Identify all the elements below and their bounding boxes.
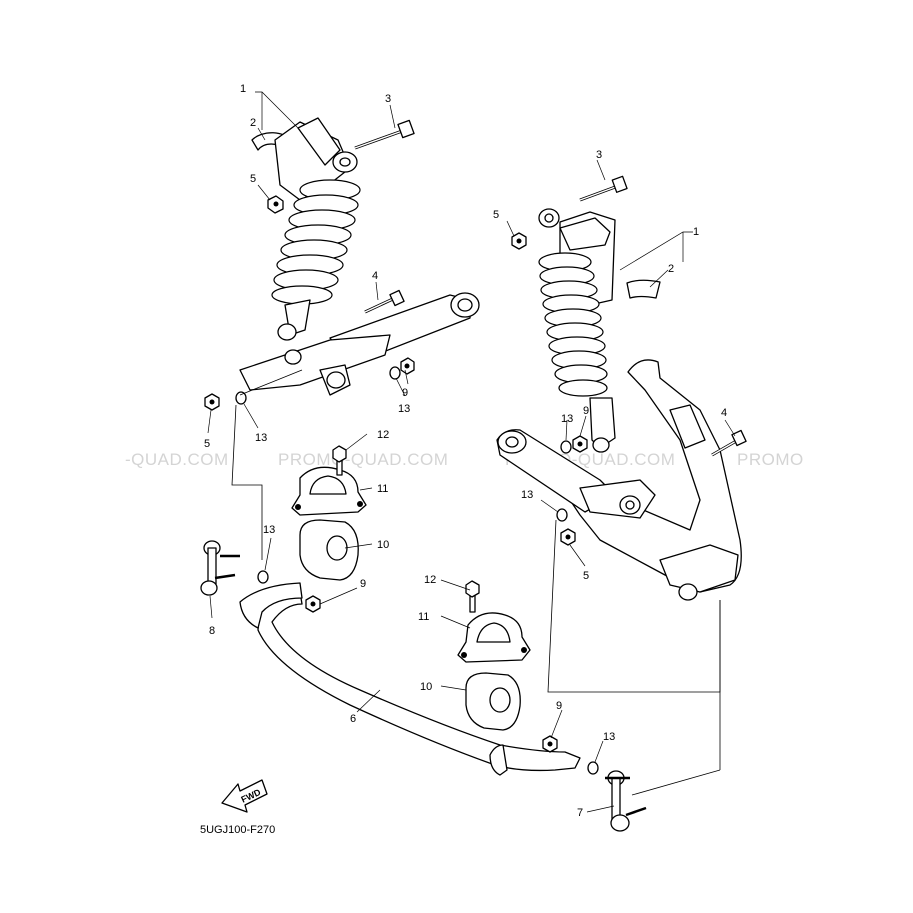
callout-10-left: 10	[377, 539, 389, 551]
right-shock-absorber	[511, 175, 661, 453]
right-bolt-12	[465, 580, 480, 613]
right-washer-13-link	[587, 761, 599, 775]
left-washer-13-link	[257, 570, 269, 584]
callout-3-left: 3	[385, 93, 391, 105]
left-shock-spring	[271, 179, 361, 305]
left-arm-bushing-rear-hole	[457, 298, 473, 312]
callout-13-left: 13	[398, 403, 410, 415]
right-shock-lower-eye	[592, 437, 610, 453]
callout-5-left-top: 5	[250, 173, 256, 185]
right-a-arm	[496, 359, 742, 601]
left-upper-arm	[204, 289, 480, 411]
callout-9-right-bar: 9	[556, 700, 562, 712]
callout-5-right-lower: 5	[583, 570, 589, 582]
callout-11-right: 11	[418, 611, 429, 623]
right-washer-13-upper	[560, 440, 572, 454]
left-bolt-12	[332, 445, 347, 476]
right-link-rod	[605, 770, 647, 832]
right-nut-5-lower	[560, 528, 576, 546]
left-shock-eye-hole	[339, 157, 351, 167]
left-shock-top-mount	[297, 117, 341, 166]
right-bushing-holder	[457, 612, 531, 663]
right-bolt-4	[711, 429, 747, 457]
right-nut-5-top	[511, 232, 527, 250]
left-assembly-line-2	[239, 369, 303, 396]
callout-5-left-lower: 5	[204, 438, 210, 450]
left-shock-lower-eye	[277, 323, 297, 341]
callout-13-right-upper: 13	[561, 413, 573, 425]
right-bushing	[465, 672, 521, 731]
watermark-text-2: PROMO-QUAD.COM	[278, 450, 448, 469]
leader-lines	[207, 91, 736, 813]
right-label-part	[626, 279, 661, 299]
callout-1-right: 1	[693, 226, 699, 238]
callout-4-left: 4	[372, 270, 378, 282]
fwd-arrow: FWD	[221, 779, 268, 813]
left-bolt-3	[354, 119, 415, 150]
left-arm-bushing-front-eye	[326, 371, 346, 389]
right-nut-9-bar	[542, 735, 558, 753]
left-nut-5-top	[267, 195, 284, 214]
callout-numbers: 1 2 3 5 4 9 13 5 13 12 11 10 13 8 9 6 3 …	[204, 83, 727, 819]
right-shock-eye-hole	[544, 213, 554, 223]
callout-9-right-upper: 9	[583, 405, 589, 417]
left-bushing-holder	[291, 466, 367, 516]
left-washer-13	[389, 366, 401, 380]
left-shock-absorber	[251, 117, 415, 341]
watermark-text-4: PROMO	[737, 450, 804, 469]
right-bolt-3	[579, 175, 628, 202]
callout-1-left: 1	[240, 83, 246, 95]
callout-13-left-link: 13	[263, 524, 275, 536]
left-nut-5-lower	[204, 393, 220, 411]
callout-2-right: 2	[668, 263, 674, 275]
callout-9-left: 9	[402, 387, 408, 399]
callout-8: 8	[209, 625, 215, 637]
diagram-code: 5UGJ100-F270	[200, 824, 275, 836]
left-bushing	[299, 519, 359, 581]
callout-11-left: 11	[377, 483, 388, 495]
callout-5-right-top: 5	[493, 209, 499, 221]
callout-10-right: 10	[420, 681, 432, 693]
callout-13-right-lower: 13	[521, 489, 533, 501]
callout-6: 6	[350, 713, 356, 725]
watermark-text-1: -QUAD.COM	[125, 450, 229, 469]
left-arm-lower-beam	[239, 334, 391, 391]
left-washer-13-lower	[235, 391, 247, 405]
stabilizer-bar	[239, 582, 581, 776]
callout-9-left-bar: 9	[360, 578, 366, 590]
right-shock-top-mount	[559, 217, 611, 251]
left-bolt-4	[364, 289, 405, 314]
left-arm-shock-mount	[284, 349, 302, 365]
callout-3-right: 3	[596, 149, 602, 161]
right-washer-13-lower	[556, 508, 568, 522]
left-nut-9	[400, 357, 415, 375]
callout-2-left: 2	[250, 117, 256, 129]
right-assembly-line-3	[631, 769, 721, 796]
callout-4-right: 4	[721, 407, 727, 419]
fwd-arrow-shape	[221, 779, 268, 813]
callout-7: 7	[577, 807, 583, 819]
callout-12-left: 12	[377, 429, 389, 441]
right-shock-spring	[538, 252, 608, 397]
left-link-rod	[200, 540, 240, 596]
left-assembly-line	[231, 404, 263, 560]
left-nut-9-bar	[305, 595, 321, 613]
right-nut-9-upper	[572, 435, 588, 453]
callout-12-right: 12	[424, 574, 436, 586]
callout-13-right-link: 13	[603, 731, 615, 743]
callout-13-left-lower: 13	[255, 432, 267, 444]
